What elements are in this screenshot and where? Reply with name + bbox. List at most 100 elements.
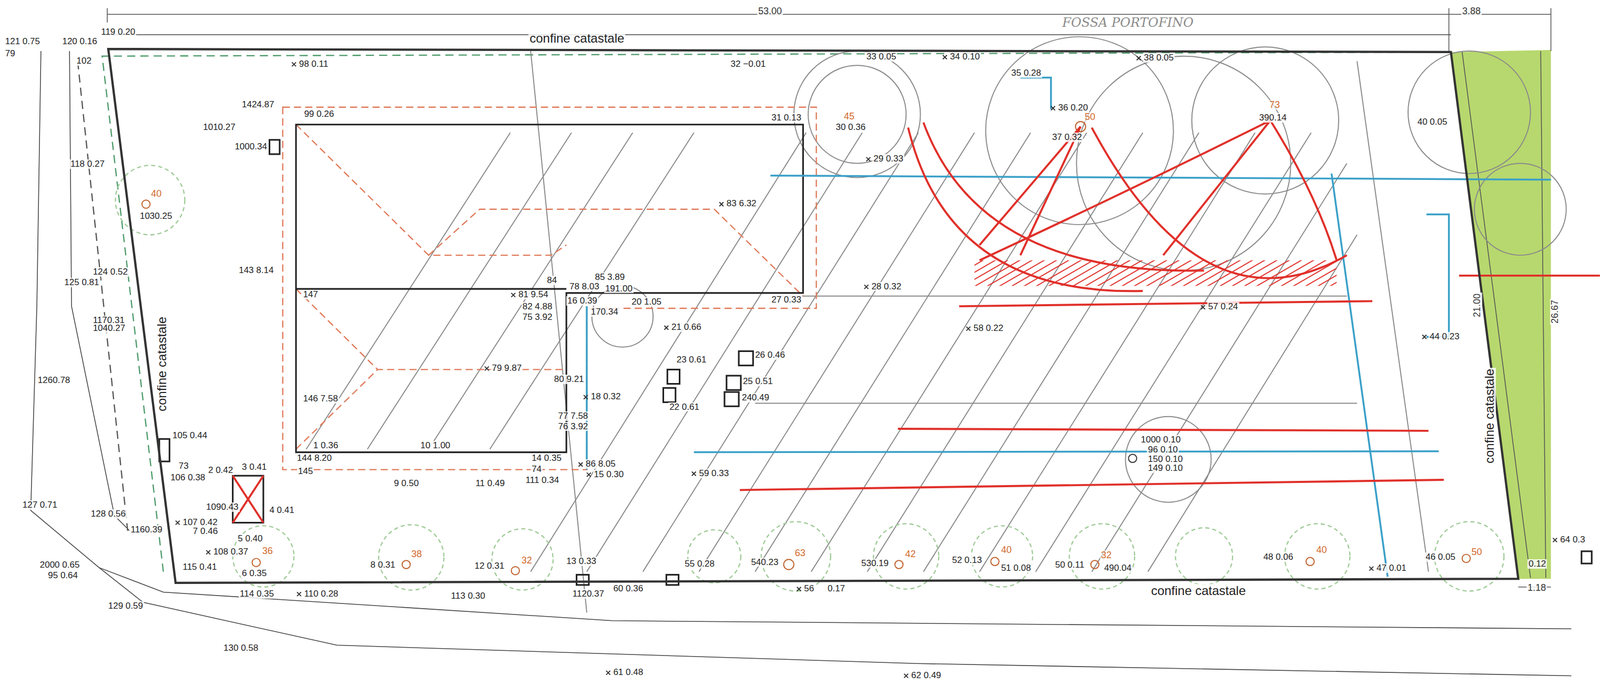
tree-markers-part bbox=[990, 556, 1000, 566]
point-mark bbox=[1051, 106, 1056, 111]
house-outline-part bbox=[666, 574, 679, 585]
spot-height: 75 3.92 bbox=[521, 312, 554, 322]
large-trees-part bbox=[1128, 453, 1137, 463]
house-outline-part bbox=[1581, 551, 1592, 564]
hatching-part bbox=[586, 132, 863, 572]
blue-lines bbox=[586, 77, 1552, 577]
spot-height: 390.14 bbox=[1258, 113, 1288, 123]
house-outline-part bbox=[726, 375, 741, 390]
spot-height: 127 0.71 bbox=[21, 500, 59, 510]
dashed-boundary-part bbox=[77, 60, 128, 531]
blue-lines-part bbox=[694, 451, 1439, 453]
point-mark bbox=[903, 673, 909, 678]
spot-height: 150 0.10 bbox=[1146, 454, 1184, 464]
red-sketch-part bbox=[1091, 127, 1347, 279]
spot-height: 107 0.42 bbox=[181, 517, 219, 527]
tree-number: 45 bbox=[842, 111, 856, 122]
boundary-label: confine catastale bbox=[1149, 583, 1247, 597]
spot-height: 110 0.28 bbox=[302, 588, 340, 599]
dashed-boundary bbox=[77, 52, 1452, 572]
spot-height: 57 0.24 bbox=[1207, 301, 1240, 312]
spot-height: 118 0.27 bbox=[69, 159, 106, 169]
spot-height: 32 −0.01 bbox=[729, 59, 768, 69]
spot-height: 51 0.08 bbox=[1000, 563, 1033, 573]
spot-height: 0.17 bbox=[826, 583, 847, 594]
spot-height: 50 0.11 bbox=[1054, 559, 1086, 570]
spot-height: 11 0.49 bbox=[474, 478, 506, 488]
spot-height: 145 bbox=[297, 466, 314, 476]
spot-height: 114 0.35 bbox=[238, 588, 275, 599]
point-mark bbox=[1422, 334, 1427, 339]
red-sketch-part bbox=[1020, 126, 1081, 256]
dimension-lines-part bbox=[1462, 52, 1531, 578]
spot-height: 44 0.23 bbox=[1428, 331, 1461, 342]
spot-height: 1000.34 bbox=[233, 141, 268, 152]
spot-height: 95 0.64 bbox=[46, 570, 79, 580]
tree-number: 40 bbox=[1000, 544, 1013, 555]
spot-height: 74 bbox=[530, 464, 543, 474]
boundary-label: confine catastale bbox=[1482, 367, 1496, 465]
point-mark bbox=[966, 326, 971, 331]
spot-height: 146 7.58 bbox=[301, 393, 339, 404]
dimension-lines-part bbox=[1550, 8, 1552, 52]
blue-lines-part bbox=[1020, 77, 1052, 109]
spot-height: 30 0.36 bbox=[834, 122, 867, 132]
tree-number: 40 bbox=[1315, 544, 1329, 555]
blue-lines-part bbox=[770, 175, 1551, 180]
point-mark bbox=[866, 157, 871, 162]
red-sketch-part bbox=[1270, 120, 1337, 261]
boundary-label: confine catastale bbox=[155, 315, 169, 413]
dimension: 26.67 bbox=[1550, 298, 1561, 325]
small-trees-part bbox=[378, 524, 444, 590]
point-mark bbox=[691, 471, 697, 476]
tree-number: 42 bbox=[903, 548, 917, 559]
red-sketch-part bbox=[232, 475, 264, 523]
point-mark bbox=[1553, 537, 1558, 543]
house-outline-part bbox=[667, 369, 680, 384]
red-sketch-part bbox=[739, 479, 1444, 490]
tree-markers-part bbox=[252, 557, 261, 567]
spot-height: 29 0.33 bbox=[872, 154, 905, 164]
spot-height: 73 bbox=[177, 461, 190, 471]
spot-height: 62 0.49 bbox=[910, 670, 943, 680]
point-mark bbox=[664, 325, 669, 330]
spot-height: 47 0.01 bbox=[1375, 563, 1408, 573]
spot-height: 21 0.66 bbox=[670, 322, 703, 332]
spot-height: 77 7.58 bbox=[557, 411, 590, 421]
spot-height: 86 8.05 bbox=[584, 459, 617, 469]
spot-height: 1160.39 bbox=[129, 524, 163, 535]
hatching bbox=[306, 51, 1429, 613]
hatching-part bbox=[755, 402, 1358, 404]
red-sketch-part bbox=[232, 475, 264, 523]
large-trees-part bbox=[793, 51, 921, 178]
spot-height: 56 bbox=[802, 583, 815, 594]
blue-lines-part bbox=[585, 306, 588, 470]
roof-outline-part bbox=[296, 288, 378, 370]
spot-height: 27 0.33 bbox=[770, 294, 803, 305]
spot-height: 147 bbox=[301, 289, 319, 300]
tree-number: 32 bbox=[1099, 549, 1113, 560]
survey-lines-part bbox=[102, 34, 1451, 36]
point-mark bbox=[1136, 56, 1141, 61]
tree-markers-part bbox=[894, 559, 904, 569]
spot-height: 35 0.28 bbox=[1010, 68, 1043, 78]
spot-height: 83 6.32 bbox=[725, 198, 758, 209]
hatching-part bbox=[367, 132, 572, 450]
house-outline-part bbox=[738, 350, 753, 365]
house-outline-part bbox=[296, 124, 803, 453]
handwritten-note: FOSSA PORTOFINO bbox=[1061, 16, 1195, 30]
hatching-part bbox=[979, 132, 1256, 572]
spot-height: 60 0.36 bbox=[612, 583, 645, 594]
dimension: 1.18 bbox=[1526, 582, 1547, 593]
blue-lines-part bbox=[1426, 213, 1450, 337]
spot-height: 84 bbox=[545, 275, 558, 285]
point-mark bbox=[1200, 304, 1206, 310]
survey-lines-part bbox=[69, 51, 130, 531]
spot-height: 46 0.05 bbox=[1424, 552, 1457, 562]
spot-height: 191.00 bbox=[604, 283, 634, 294]
parcel-boundary-part bbox=[108, 48, 1519, 583]
spot-height: 64 0.3 bbox=[1558, 534, 1586, 545]
house-outline-part bbox=[232, 475, 264, 523]
dimension-lines-part bbox=[106, 8, 108, 23]
spot-height: 9 0.50 bbox=[392, 478, 420, 488]
